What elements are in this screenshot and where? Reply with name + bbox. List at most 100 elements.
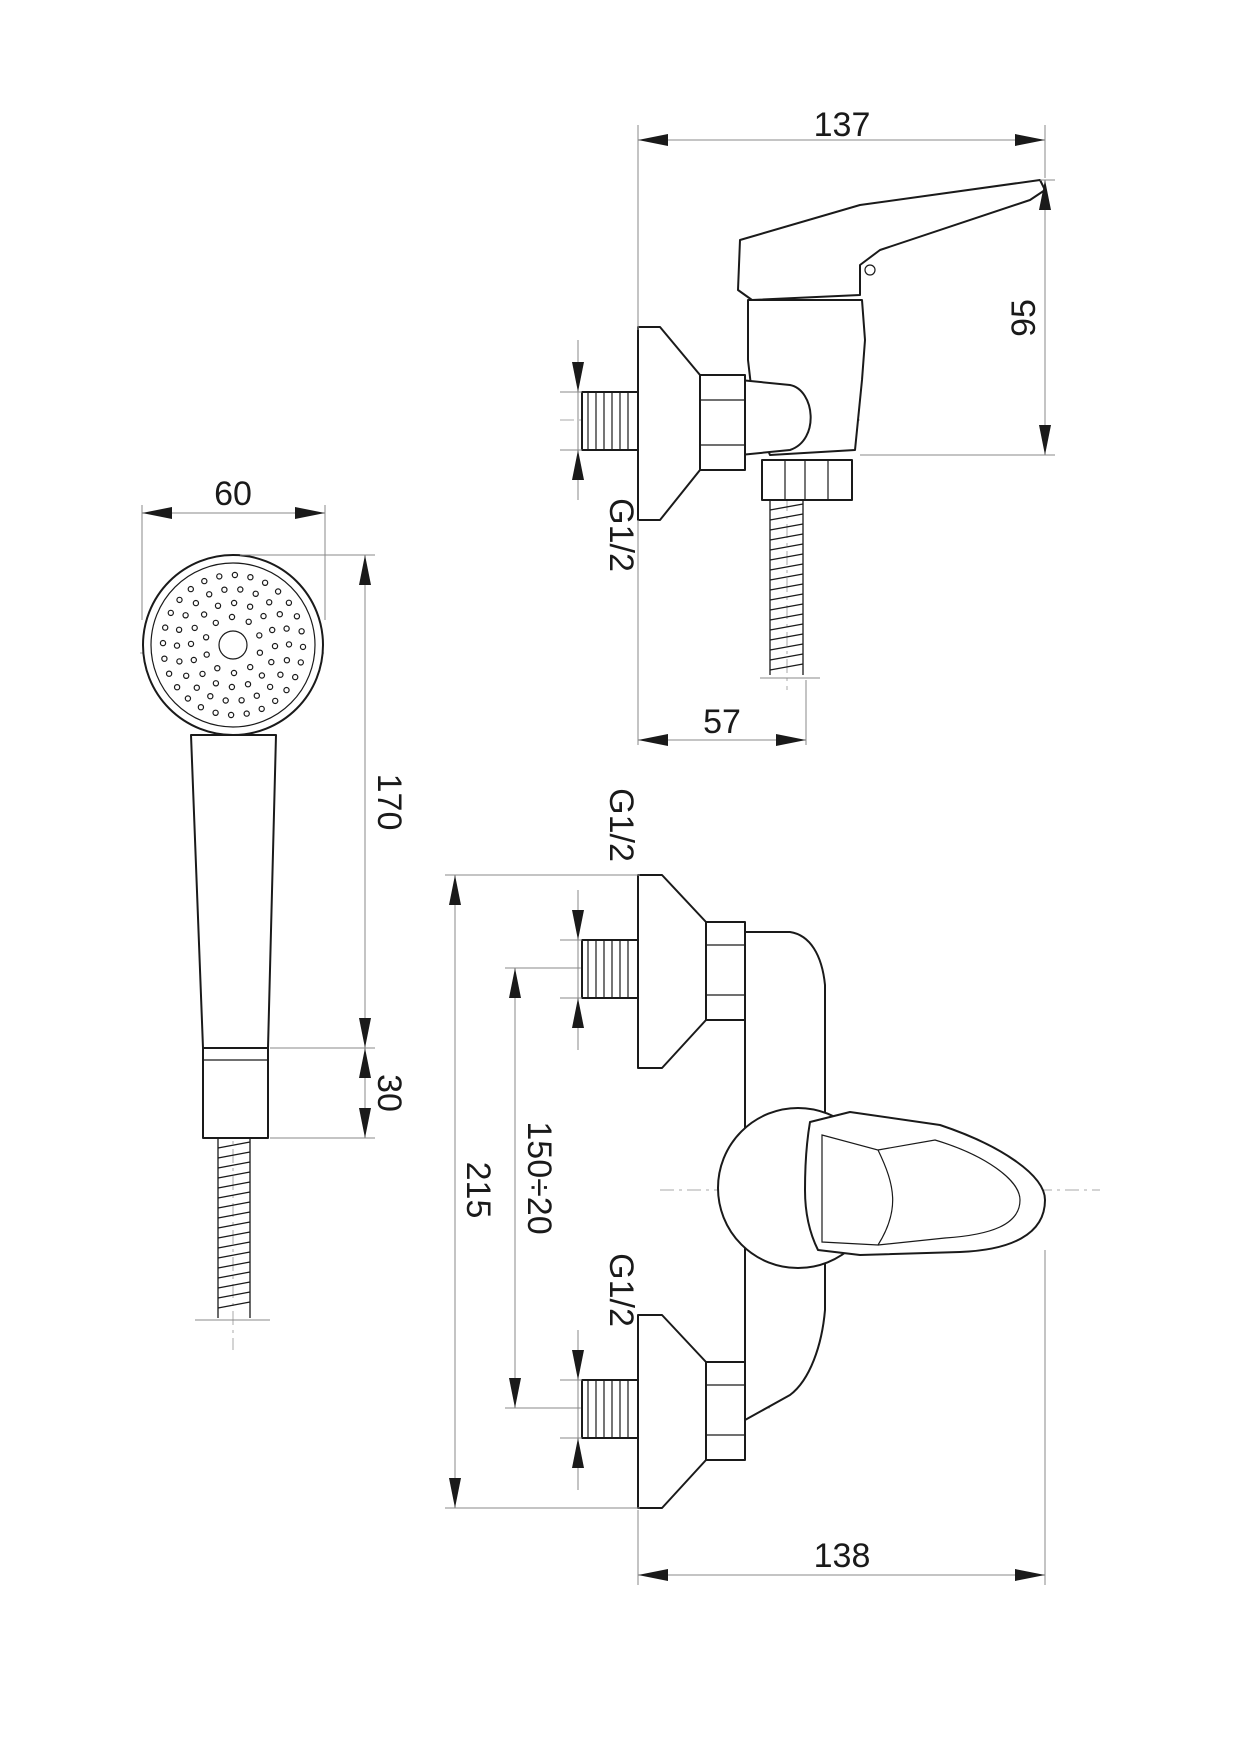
dim-side-height: 95 <box>1005 299 1043 337</box>
nozzle-hole <box>293 613 301 620</box>
nozzle-hole <box>277 671 284 678</box>
lever-handle <box>737 179 1046 301</box>
nozzle-hole <box>297 659 304 666</box>
nozzle-hole <box>268 658 275 666</box>
nozzle-hole <box>165 670 173 677</box>
nozzle-hole <box>256 632 263 639</box>
nozzle-hole <box>173 684 181 691</box>
nozzle-hole <box>212 680 220 687</box>
nozzle-hole <box>187 585 194 593</box>
nozzle-hole <box>271 642 279 650</box>
nozzle-hole <box>244 681 252 688</box>
nozzle-hole <box>276 611 283 618</box>
nozzle-hole <box>245 618 252 626</box>
dim-front-top-thread: G1/2 <box>602 788 640 862</box>
nozzle-hole <box>230 599 238 607</box>
nozzle-hole <box>161 624 169 631</box>
nozzle-hole <box>167 609 174 617</box>
nozzle-hole <box>285 641 293 648</box>
nozzle-hole <box>176 596 183 604</box>
shower-nozzles <box>159 571 307 719</box>
nozzle-hole <box>272 697 279 705</box>
dim-front-bottom-thread: G1/2 <box>602 1253 640 1327</box>
nozzle-hole <box>184 695 192 702</box>
dim-front-height: 215 <box>459 1162 497 1219</box>
front-lever <box>804 1111 1046 1256</box>
nozzle-hole <box>266 599 273 606</box>
nozzle-hole <box>192 599 200 607</box>
dim-side-depth: 57 <box>703 703 741 741</box>
nozzle-hole <box>173 642 181 649</box>
dim-side-width: 137 <box>814 106 871 144</box>
nozzle-hole <box>202 634 210 641</box>
side-thread <box>581 391 639 451</box>
nozzle-hole <box>237 586 244 593</box>
nozzle-hole <box>203 651 210 658</box>
dim-front-spacing: 150÷20 <box>520 1121 558 1234</box>
nozzle-hole <box>201 577 208 585</box>
nozzle-hole <box>182 672 190 680</box>
dim-front-width: 138 <box>814 1537 871 1575</box>
nozzle-hole <box>246 663 254 671</box>
nozzle-hole <box>161 655 168 662</box>
nozzle-hole <box>228 683 236 691</box>
nozzle-hole <box>199 670 206 678</box>
nozzle-hole <box>247 574 254 581</box>
top-flange <box>637 874 707 1069</box>
nozzle-hole <box>274 588 282 595</box>
nozzle-hole <box>200 611 208 618</box>
nozzle-hole <box>190 656 197 664</box>
nozzle-hole <box>207 693 214 700</box>
shower-grip <box>202 1047 269 1139</box>
bottom-thread <box>581 1379 639 1439</box>
nozzle-hole <box>214 602 222 610</box>
shower-center-button <box>218 630 248 660</box>
nozzle-hole <box>182 612 189 619</box>
dim-shower-length: 170 <box>370 774 408 831</box>
dim-shower-handle: 30 <box>370 1074 408 1112</box>
dim-shower-width: 60 <box>214 475 252 513</box>
nozzle-hole <box>261 579 269 587</box>
nozzle-hole <box>258 705 265 713</box>
nozzle-hole <box>253 692 260 699</box>
nozzle-hole <box>243 710 250 717</box>
nozzle-hole <box>227 711 235 719</box>
dim-side-thread: G1/2 <box>602 498 640 572</box>
mixer-front-view <box>520 874 1100 1509</box>
nozzle-hole <box>214 665 221 672</box>
nozzle-hole <box>298 628 305 635</box>
nozzle-hole <box>175 626 183 634</box>
nozzle-hole <box>221 586 228 593</box>
nozzle-hole <box>187 640 195 648</box>
nozzle-hole <box>258 672 266 679</box>
nozzle-hole <box>212 619 219 627</box>
nozzle-hole <box>269 626 276 634</box>
bottom-flange <box>637 1314 707 1509</box>
nozzle-hole <box>205 591 213 598</box>
nozzle-hole <box>231 571 239 579</box>
nozzle-hole <box>197 704 205 711</box>
nozzle-hole <box>228 613 236 621</box>
nozzle-hole <box>299 643 307 651</box>
nozzle-hole <box>222 697 229 704</box>
side-flange <box>637 326 701 521</box>
nozzle-hole <box>176 658 183 665</box>
nozzle-hole <box>283 625 290 632</box>
mixer-side-view <box>560 179 1046 690</box>
nozzle-hole <box>285 599 293 607</box>
nozzle-hole <box>230 669 238 677</box>
nozzle-hole <box>252 590 259 598</box>
side-dimensions: 137 95 G1/2 57 <box>560 106 1055 746</box>
nozzle-hole <box>283 686 290 694</box>
nozzle-hole <box>212 709 219 717</box>
shower-handle <box>190 734 277 1049</box>
nozzle-hole <box>191 624 198 632</box>
nozzle-hole <box>266 683 274 691</box>
nozzle-hole <box>159 639 167 647</box>
hand-shower <box>140 554 325 1350</box>
top-thread <box>581 939 639 999</box>
nozzle-hole <box>193 684 200 691</box>
nozzle-hole <box>260 612 267 620</box>
nozzle-hole <box>283 657 291 664</box>
